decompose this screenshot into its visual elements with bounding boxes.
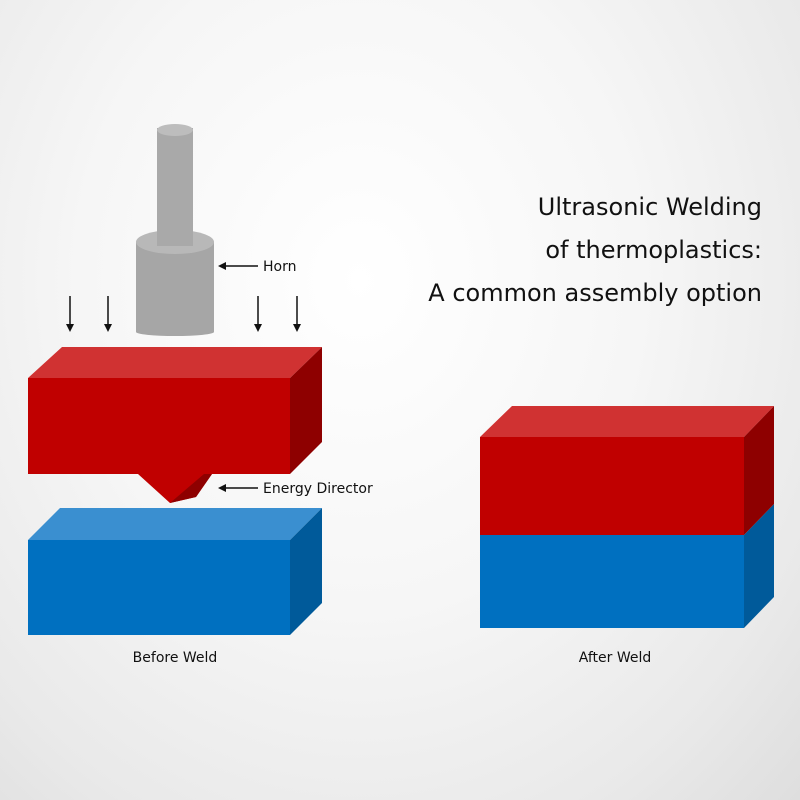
pressure-arrows [66, 296, 301, 332]
horn-label: Horn [263, 259, 296, 275]
before-red-side [290, 347, 322, 474]
before-weld-label: Before Weld [133, 650, 218, 666]
after-red-part [480, 406, 774, 535]
horn [136, 124, 214, 336]
after-weld-label: After Weld [579, 650, 651, 666]
before-red-part [28, 347, 322, 503]
horn-body [136, 242, 214, 332]
title-line-2: of thermoplastics: [545, 236, 762, 264]
before-red-front [28, 378, 290, 474]
after-blue-front [480, 535, 744, 628]
after-red-front [480, 437, 744, 535]
title-line-3: A common assembly option [428, 279, 762, 307]
after-blue-side [744, 504, 774, 628]
before-blue-top [28, 508, 322, 540]
horn-shaft-cap [157, 124, 193, 136]
after-red-side [744, 406, 774, 535]
before-red-top [28, 347, 322, 378]
after-blue-part [480, 504, 774, 628]
before-blue-part [28, 508, 322, 635]
horn-body-bottom [136, 328, 214, 336]
energy-director-label: Energy Director [263, 481, 373, 497]
before-blue-side [290, 508, 322, 635]
horn-shaft-front [157, 128, 193, 246]
before-blue-front [28, 540, 290, 635]
energy-director-side [170, 474, 212, 503]
title-line-1: Ultrasonic Welding [537, 193, 762, 221]
after-red-top [480, 406, 774, 437]
